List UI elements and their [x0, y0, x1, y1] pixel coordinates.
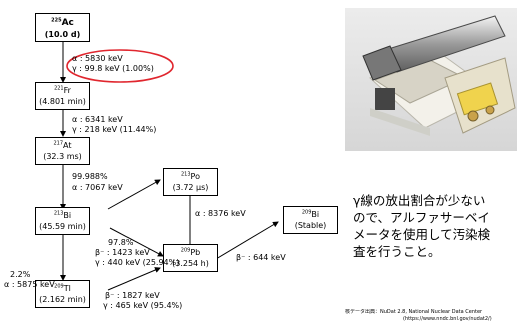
- nuclide-bi213-mass: 213: [54, 210, 64, 216]
- nuclide-ac225-half-life: (10.0 d): [36, 29, 89, 40]
- nuclide-at217-half-life: (32.3 ms): [36, 151, 89, 162]
- bi-gamma-label: γ : 440 keV (25.94%): [95, 258, 179, 268]
- nuclide-fr221-half-life: (4.801 min): [36, 96, 89, 107]
- nuclide-bi209-half-life: (Stable): [284, 220, 337, 231]
- source-url: (https://www.nndc.bnl.gov/nudat2/): [345, 316, 519, 323]
- fr-alpha-label: α : 6341 keV: [72, 115, 123, 125]
- nuclide-bi213-symbol: Bi: [63, 211, 71, 220]
- data-source: 核データ出典：NuDat 2.8, National Nuclear Data …: [345, 309, 519, 323]
- nuclide-at217-symbol: At: [63, 141, 71, 150]
- tl-beta-label: β⁻ : 1827 keV: [105, 291, 160, 301]
- nuclide-po213-mass: 213: [181, 171, 191, 177]
- nuclide-tl209-mass: 209: [54, 283, 64, 289]
- po-alpha-label: α : 8376 keV: [195, 209, 246, 219]
- nuclide-pb209-symbol: Pb: [190, 248, 200, 257]
- nuclide-po213-half-life: (3.72 μs): [164, 182, 217, 193]
- at-alpha-label: α : 7067 keV: [72, 183, 123, 193]
- nuclide-pb209-mass: 209: [181, 247, 191, 253]
- nuclide-fr221: 221Fr (4.801 min): [35, 82, 90, 110]
- nuclide-tl209-half-life: (2.162 min): [36, 294, 89, 305]
- source-line-1: 核データ出典：NuDat 2.8, National Nuclear Data …: [345, 309, 519, 316]
- nuclide-fr221-symbol: Fr: [64, 86, 71, 95]
- nuclide-ac225: 225Ac (10.0 d): [35, 13, 90, 42]
- ac-gamma-label: γ : 99.8 keV (1.00%): [72, 64, 154, 74]
- bi-beta-label: β⁻ : 1423 keV: [95, 248, 150, 258]
- arrow-tl-pb: [108, 268, 160, 290]
- note-line-3: メータを使用して汚染検: [353, 226, 519, 243]
- bi-beta-pct-label: 97.8%: [108, 238, 133, 248]
- bi-alpha-pct-label: 2.2%: [10, 270, 30, 280]
- tl-gamma-label: γ : 465 keV (95.4%): [103, 301, 182, 311]
- nuclide-bi213-half-life: (45.59 min): [36, 221, 89, 232]
- nuclide-bi209-symbol: Bi: [311, 210, 319, 219]
- nuclide-bi209-mass: 209: [302, 209, 312, 215]
- nuclide-po213-symbol: Po: [191, 172, 200, 181]
- fr-gamma-label: γ : 218 keV (11.44%): [72, 125, 156, 135]
- nuclide-ac225-symbol: Ac: [62, 18, 74, 28]
- note-line-4: 査を行うこと。: [353, 243, 519, 260]
- nuclide-tl209-symbol: Tl: [64, 284, 71, 293]
- at-branch-label: 99.988%: [72, 172, 108, 182]
- nuclide-at217-mass: 217: [53, 140, 63, 146]
- nuclide-fr221-mass: 221: [54, 85, 64, 91]
- nuclide-po213: 213Po (3.72 μs): [163, 168, 218, 196]
- bi-alpha-label: α : 5875 keV: [4, 280, 55, 290]
- instruction-note: γ線の放出割合が少ない ので、アルファサーベイ メータを使用して汚染検 査を行う…: [353, 192, 519, 260]
- nuclide-at217: 217At (32.3 ms): [35, 137, 90, 165]
- note-line-2: ので、アルファサーベイ: [353, 209, 519, 226]
- note-line-1: γ線の放出割合が少ない: [353, 192, 519, 209]
- nuclide-bi209: 209Bi (Stable): [283, 206, 338, 234]
- survey-meter-photo: [345, 8, 517, 151]
- nuclide-ac225-mass: 225: [51, 17, 61, 23]
- ac-alpha-label: α : 5830 keV: [72, 54, 123, 64]
- pb-beta-label: β⁻ : 644 keV: [236, 253, 286, 263]
- nuclide-bi213: 213Bi (45.59 min): [35, 207, 90, 235]
